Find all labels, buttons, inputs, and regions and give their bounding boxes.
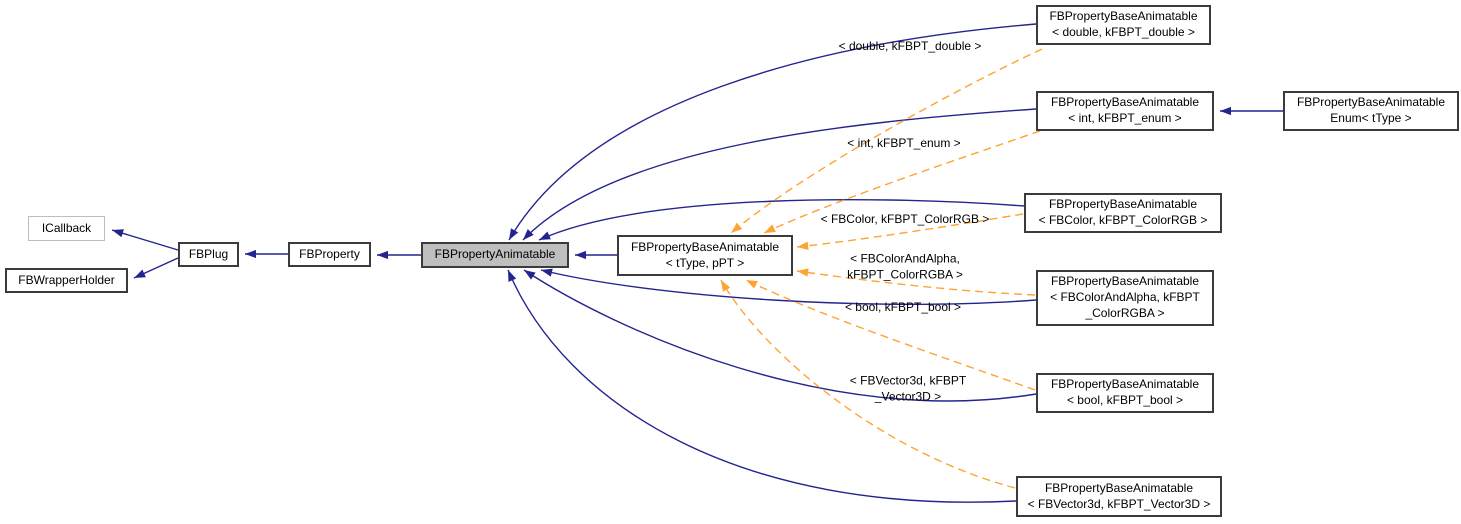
node-fbpropertybaseanimatable-template[interactable]: FBPropertyBaseAnimatable < tType, pPT > [617,235,793,276]
node-fbpropertyanimatable-current: FBPropertyAnimatable [421,242,569,268]
edge-fbplug-to-fbwrapperholder [133,257,179,279]
node-enum-ttype[interactable]: FBPropertyBaseAnimatable Enum< tType > [1283,91,1459,131]
edge-speccolorrgba-to-fbpropertyanimatable [540,268,1037,305]
edge-label-int-enum: < int, kFBPT_enum > [847,136,961,151]
template-edge-speccolorrgba [796,268,1036,296]
template-edge-specvector3d [720,279,1016,489]
node-spec-double[interactable]: FBPropertyBaseAnimatable < double, kFBPT… [1036,5,1211,45]
edge-fbplug-to-icallback [111,229,179,251]
node-fbplug[interactable]: FBPlug [178,242,239,267]
edge-label-colorrgb: < FBColor, kFBPT_ColorRGB > [820,212,990,227]
node-spec-colorrgba[interactable]: FBPropertyBaseAnimatable < FBColorAndAlp… [1036,270,1214,326]
edge-label-colorrgba: < FBColorAndAlpha, kFBPT_ColorRGBA > [847,251,963,281]
template-edge-specbool [745,279,1036,391]
template-edge-speccolorrgb [796,213,1024,250]
edge-speccolorrgb-to-fbpropertyanimatable [538,198,1025,241]
node-icallback[interactable]: ICallback [28,216,105,241]
edge-specint-to-fbpropertyanimatable [522,108,1037,241]
node-fbproperty[interactable]: FBProperty [288,242,371,267]
template-edge-specdouble [730,48,1043,234]
template-edge-specint [763,130,1041,234]
edge-specbool-to-fbpropertyanimatable [523,269,1037,402]
edge-label-vector3d: < FBVector3d, kFBPT _Vector3D > [849,373,967,403]
edge-label-bool: < bool, kFBPT_bool > [844,300,962,315]
node-spec-bool[interactable]: FBPropertyBaseAnimatable < bool, kFBPT_b… [1036,373,1214,413]
edge-specvector3d-to-fbpropertyanimatable [507,269,1017,503]
edge-specdouble-to-fbpropertyanimatable [508,23,1037,241]
node-spec-vector3d[interactable]: FBPropertyBaseAnimatable < FBVector3d, k… [1016,476,1222,517]
edge-label-double: < double, kFBPT_double > [838,39,982,54]
node-fbwrapperholder[interactable]: FBWrapperHolder [5,268,128,293]
node-spec-int-enum[interactable]: FBPropertyBaseAnimatable < int, kFBPT_en… [1036,91,1214,131]
node-spec-colorrgb[interactable]: FBPropertyBaseAnimatable < FBColor, kFBP… [1024,193,1222,233]
